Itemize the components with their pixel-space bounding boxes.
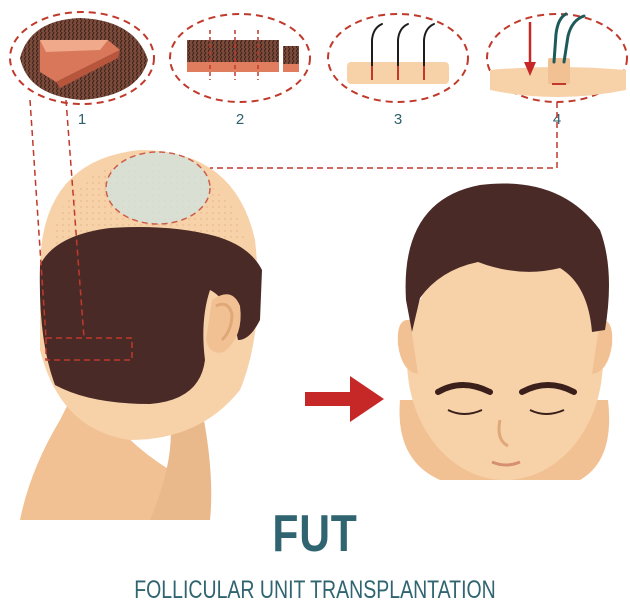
before-after-arrow [305,376,384,422]
front-head-illustration [398,183,613,480]
step-number-1: 1 [78,111,86,128]
step-3-follicular-units [328,14,468,102]
step-4-graft-implantation [487,14,627,102]
step-number-3: 3 [394,111,402,128]
step-1-strip-excision [10,12,154,104]
step-2-graft-dissection [170,14,310,102]
diagram-title: FUT [57,508,574,560]
back-of-head-illustration [20,150,262,520]
step-number-2: 2 [236,111,244,128]
diagram-subtitle: FOLLICULAR UNIT TRANSPLANTATION [69,578,560,603]
